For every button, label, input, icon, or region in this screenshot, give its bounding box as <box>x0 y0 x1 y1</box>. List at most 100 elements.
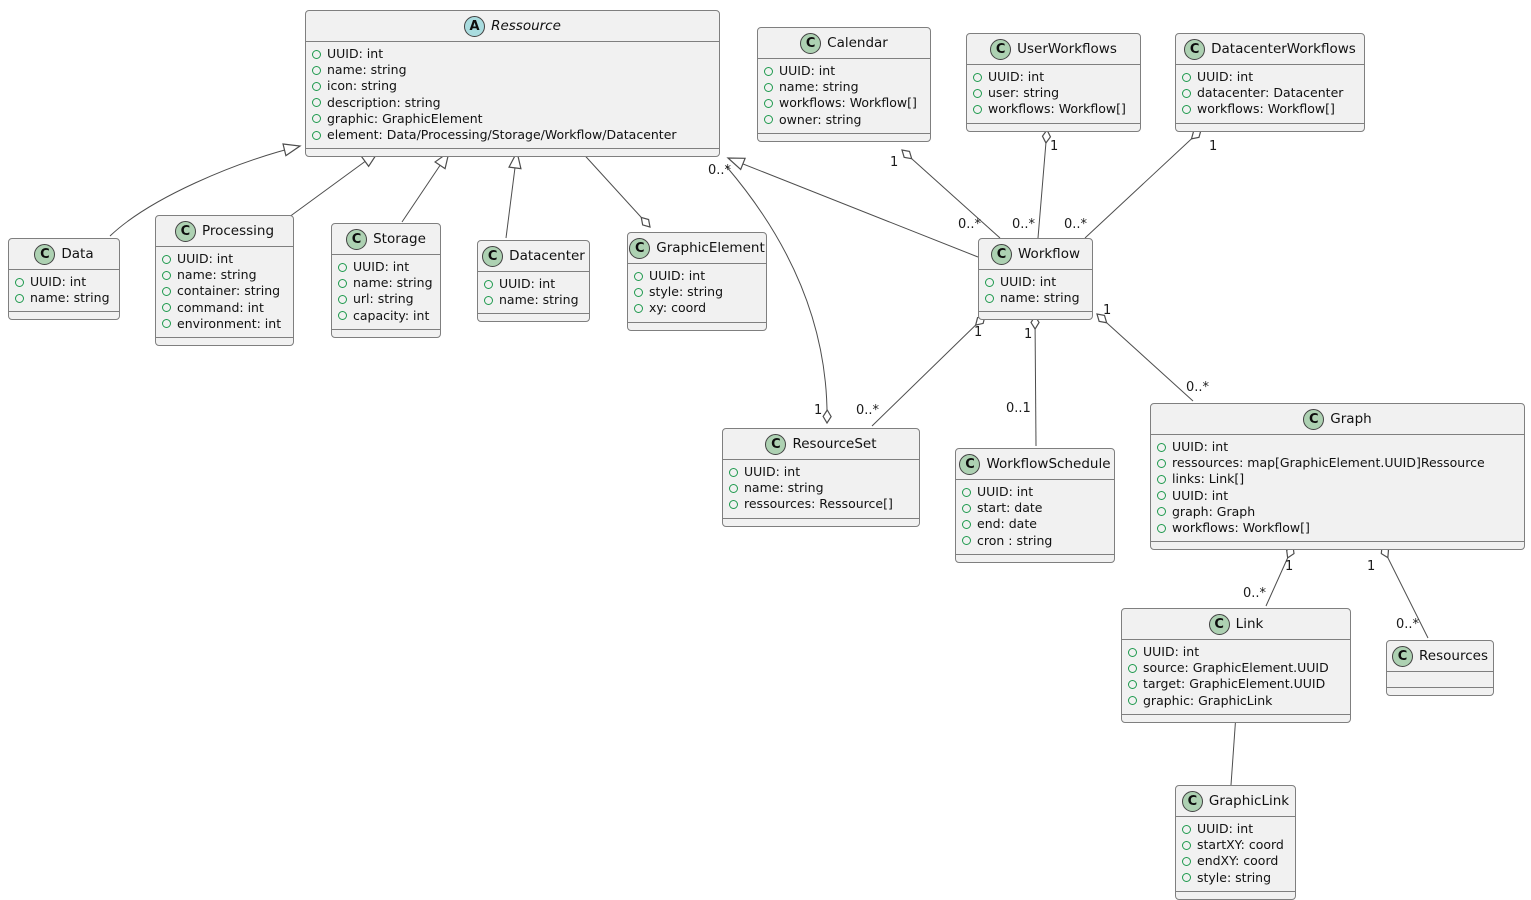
field-visibility-icon <box>312 49 321 59</box>
multiplicity-label: 0..* <box>856 403 880 418</box>
attribute-text: end: date <box>977 516 1037 532</box>
class-stereotype-icon: C <box>174 220 196 242</box>
attribute-row: environment: int <box>162 316 285 332</box>
multiplicity-label: 1 <box>814 403 822 418</box>
attribute-row: datacenter: Datacenter <box>1182 85 1356 101</box>
attribute-row: xy: coord <box>634 300 758 316</box>
attribute-row: UUID: int <box>1157 488 1516 504</box>
field-visibility-icon <box>1128 696 1137 706</box>
field-visibility-icon <box>1157 442 1166 452</box>
field-visibility-icon <box>764 82 773 92</box>
multiplicity-label: 1 <box>1024 327 1032 342</box>
attribute-row: user: string <box>973 85 1132 101</box>
edge-link-graphiclink-association <box>1230 713 1237 786</box>
attribute-text: UUID: int <box>988 69 1045 84</box>
multiplicity-label: 0..* <box>1064 217 1088 232</box>
attribute-row: UUID: int <box>634 268 758 284</box>
attribute-row: UUID: int <box>484 276 581 292</box>
attribute-row: graphic: GraphicElement <box>312 111 711 127</box>
methods-compartment-empty <box>1176 124 1364 131</box>
field-visibility-icon <box>1128 647 1137 657</box>
field-visibility-icon <box>162 319 171 329</box>
field-visibility-icon <box>1182 873 1191 883</box>
methods-compartment-empty <box>723 519 919 526</box>
field-visibility-icon <box>1182 105 1191 114</box>
field-visibility-icon <box>1157 507 1166 517</box>
attribute-row: UUID: int <box>1182 821 1287 837</box>
attribute-text: style: string <box>649 284 724 300</box>
field-visibility-icon <box>764 99 773 108</box>
attribute-text: UUID: int <box>499 276 556 291</box>
attribute-text: element: Data/Processing/Storage/Workflo… <box>327 127 677 143</box>
edge-datacenterworkflows-aggregates-workflow <box>1084 130 1201 239</box>
attribute-row: UUID: int <box>1157 439 1516 455</box>
attribute-row: name: string <box>162 267 285 283</box>
attribute-row: end: date <box>962 516 1106 532</box>
attribute-row: links: Link[] <box>1157 471 1516 487</box>
edge-workflow-aggregates-resourceset <box>871 316 985 427</box>
attribute-row: name: string <box>312 62 711 78</box>
attribute-row: endXY: coord <box>1182 853 1287 869</box>
field-visibility-icon <box>338 278 347 288</box>
field-visibility-icon <box>973 72 982 82</box>
attribute-text: cron : string <box>977 532 1053 548</box>
methods-compartment-empty <box>758 134 930 141</box>
field-visibility-icon <box>729 483 738 493</box>
class-name: Link <box>1235 616 1264 632</box>
attribute-text: graph: Graph <box>1172 503 1256 519</box>
attribute-row: command: int <box>162 300 285 316</box>
edge-ressource-aggregates-graphicelement <box>577 147 650 227</box>
class-name: Datacenter <box>509 248 585 264</box>
attribute-row: name: string <box>338 275 433 291</box>
attribute-text: workflows: Workflow[] <box>1197 101 1335 117</box>
field-visibility-icon <box>1182 840 1191 850</box>
attribute-row: workflows: Workflow[] <box>764 95 922 111</box>
attribute-text: workflows: Workflow[] <box>988 101 1126 117</box>
multiplicity-label: 0..* <box>708 163 732 178</box>
field-visibility-icon <box>162 254 171 264</box>
multiplicity-label: 1 <box>1209 139 1217 154</box>
multiplicity-label: 1 <box>890 155 898 170</box>
attribute-text: datacenter: Datacenter <box>1197 85 1344 101</box>
field-visibility-icon <box>729 500 738 509</box>
attribute-row: UUID: int <box>962 484 1106 500</box>
edge-data-extends-ressource <box>109 143 302 237</box>
attribute-row: ressources: Ressource[] <box>729 496 911 512</box>
attribute-row: icon: string <box>312 78 711 94</box>
edge-workflow-aggregates-workflowschedule <box>1035 316 1036 447</box>
attribute-row: UUID: int <box>312 46 711 62</box>
class-name: WorkflowSchedule <box>986 456 1111 472</box>
attribute-text: url: string <box>353 291 414 307</box>
attribute-text: UUID: int <box>1197 69 1254 84</box>
attribute-text: UUID: int <box>779 63 836 78</box>
multiplicity-label: 1 <box>1367 559 1375 574</box>
methods-compartment-empty <box>306 149 719 156</box>
methods-compartment-empty <box>332 330 440 337</box>
field-visibility-icon <box>338 262 347 272</box>
field-visibility-icon <box>312 114 321 124</box>
multiplicity-label: 1 <box>1285 559 1293 574</box>
class-title-workflowschedule: C WorkflowSchedule <box>956 449 1114 480</box>
methods-compartment-empty <box>967 124 1140 131</box>
attribute-row: name: string <box>985 290 1084 306</box>
attribute-row: name: string <box>15 290 111 306</box>
field-visibility-icon <box>338 295 347 304</box>
attribute-text: UUID: int <box>1172 487 1229 503</box>
attribute-text: UUID: int <box>30 274 87 289</box>
attribute-text: ressources: Ressource[] <box>744 496 893 512</box>
attribute-row: start: date <box>962 500 1106 516</box>
class-stereotype-icon: C <box>959 453 981 475</box>
field-visibility-icon <box>162 270 171 280</box>
field-visibility-icon <box>338 311 347 321</box>
